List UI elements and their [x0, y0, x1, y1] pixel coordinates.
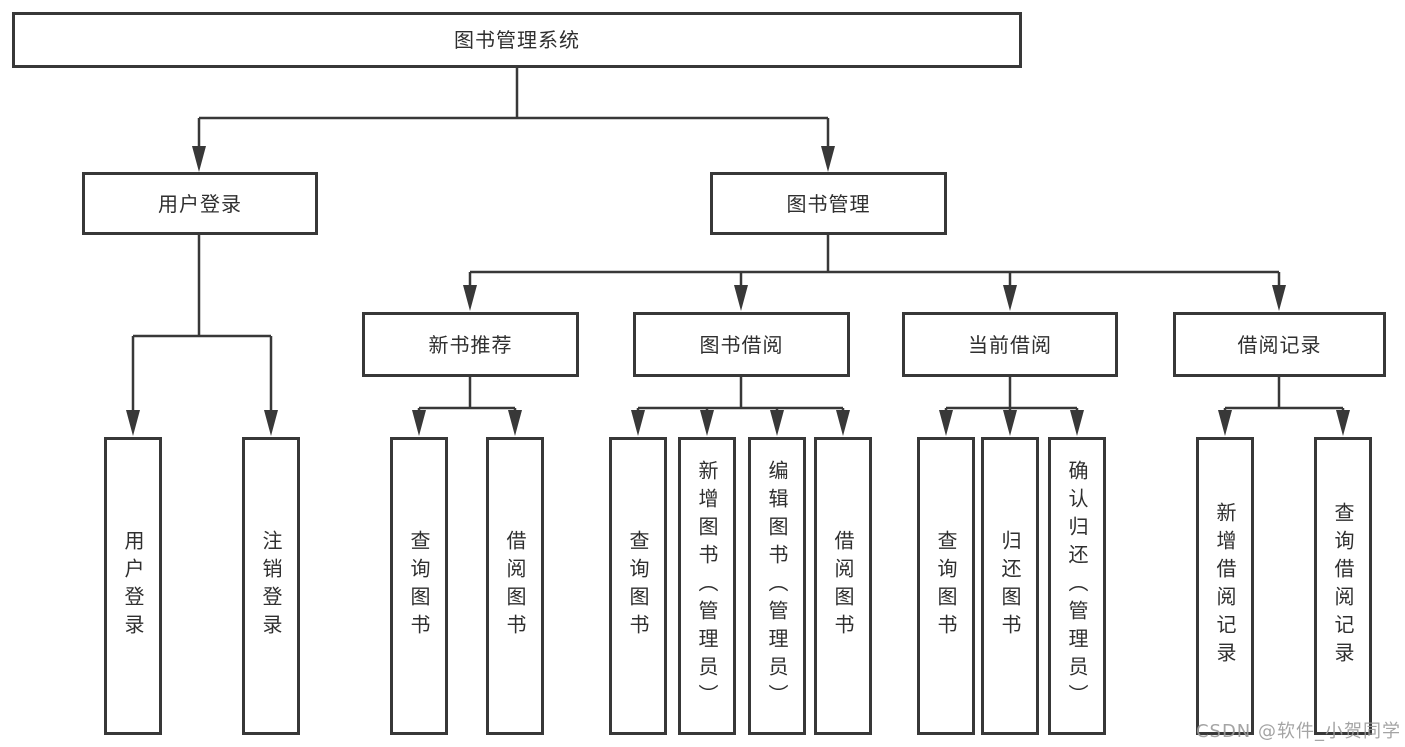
- node-new-book-recommend: 新书推荐: [362, 312, 579, 377]
- leaf-edit-books-admin: 编辑图书（管理员）: [748, 437, 806, 735]
- leaf-query-books-current-label: 查询图书: [934, 530, 958, 642]
- leaf-query-borrow-record: 查询借阅记录: [1314, 437, 1372, 735]
- leaf-borrow-books: 借阅图书: [814, 437, 872, 735]
- node-current-borrow-label: 当前借阅: [968, 332, 1052, 357]
- node-book-management-label: 图书管理: [786, 191, 871, 216]
- node-borrow-records-label: 借阅记录: [1237, 332, 1322, 357]
- leaf-query-borrow-record-label: 查询借阅记录: [1331, 502, 1355, 670]
- node-book-borrow: 图书借阅: [633, 312, 850, 377]
- leaf-user-login-label: 用户登录: [121, 530, 145, 642]
- leaf-return-books-label: 归还图书: [998, 530, 1022, 642]
- leaf-query-books-borrow: 查询图书: [609, 437, 667, 735]
- leaf-query-books-recommend-label: 查询图书: [407, 530, 431, 642]
- leaf-confirm-return-admin: 确认归还（管理员）: [1048, 437, 1106, 735]
- node-user-login: 用户登录: [82, 172, 318, 235]
- leaf-borrow-books-label: 借阅图书: [831, 530, 855, 642]
- leaf-query-books-current: 查询图书: [917, 437, 975, 735]
- leaf-logout-label: 注销登录: [259, 530, 283, 642]
- watermark: CSDN @软件_小贺同学: [1195, 721, 1401, 742]
- leaf-return-books: 归还图书: [981, 437, 1039, 735]
- leaf-logout: 注销登录: [242, 437, 300, 735]
- leaf-confirm-return-admin-label: 确认归还（管理员）: [1065, 460, 1089, 712]
- leaf-query-books-borrow-label: 查询图书: [626, 530, 650, 642]
- leaf-add-books-admin-label: 新增图书（管理员）: [695, 460, 719, 712]
- leaf-user-login: 用户登录: [104, 437, 162, 735]
- node-root: 图书管理系统: [12, 12, 1022, 68]
- leaf-query-books-recommend: 查询图书: [390, 437, 448, 735]
- leaf-borrow-books-recommend: 借阅图书: [486, 437, 544, 735]
- node-current-borrow: 当前借阅: [902, 312, 1118, 377]
- node-new-book-recommend-label: 新书推荐: [428, 332, 513, 357]
- leaf-edit-books-admin-label: 编辑图书（管理员）: [765, 460, 789, 712]
- leaf-borrow-books-recommend-label: 借阅图书: [503, 530, 527, 642]
- node-user-login-label: 用户登录: [158, 191, 242, 216]
- leaf-add-books-admin: 新增图书（管理员）: [678, 437, 736, 735]
- leaf-add-borrow-record-label: 新增借阅记录: [1213, 502, 1237, 670]
- node-book-management: 图书管理: [710, 172, 947, 235]
- node-book-borrow-label: 图书借阅: [699, 332, 784, 357]
- leaf-add-borrow-record: 新增借阅记录: [1196, 437, 1254, 735]
- node-root-label: 图书管理系统: [454, 28, 580, 52]
- node-borrow-records: 借阅记录: [1173, 312, 1386, 377]
